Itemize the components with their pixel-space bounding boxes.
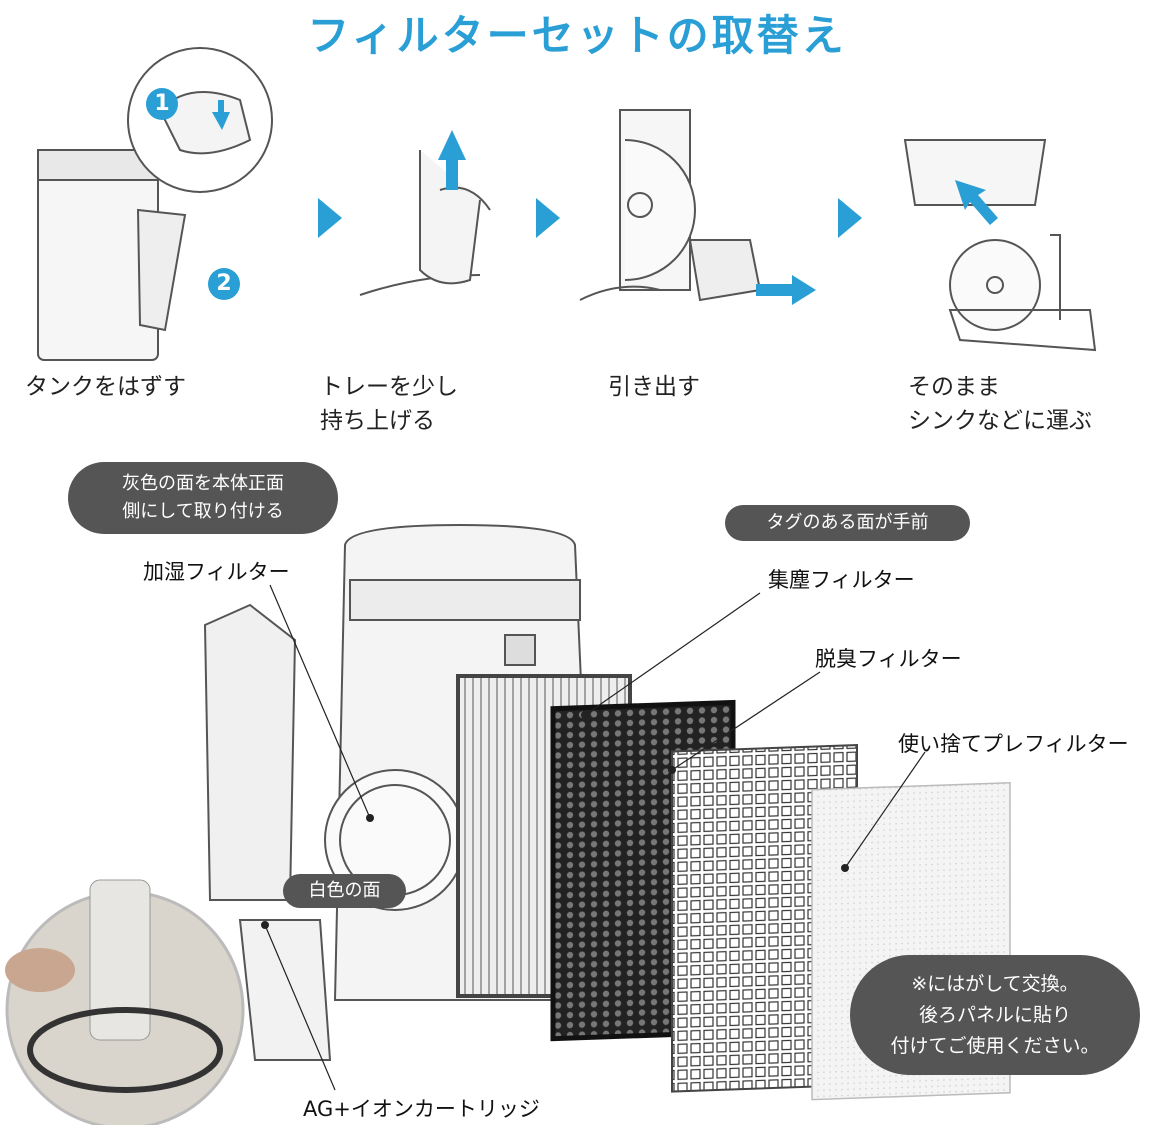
- step-3-label: 引き出す: [608, 370, 700, 404]
- diag-arrow-icon: [955, 180, 998, 225]
- prefilter-note-line3: 付けてご使用ください。: [890, 1035, 1100, 1057]
- right-arrow-icon: [756, 275, 816, 305]
- cartridge-photo: [5, 879, 245, 1125]
- page-title: フィルターセットの取替え: [307, 11, 847, 60]
- step3-image: [579, 109, 762, 302]
- cartridge-label: AG+イオンカートリッジ: [303, 1097, 540, 1121]
- white-side-note: 白色の面: [283, 874, 406, 908]
- step-4-label: そのまま シンクなどに運ぶ: [908, 370, 1092, 438]
- arrow-icons: [212, 100, 998, 305]
- step-marker-1: 1: [146, 88, 178, 120]
- step1-image: [37, 47, 273, 361]
- step2-image: [359, 150, 491, 296]
- step-1-line1: タンクをはずす: [25, 374, 186, 400]
- down-arrow-icon: [212, 100, 230, 130]
- step-1-label: タンクをはずす: [25, 370, 186, 404]
- prefilter-note: ※にはがして交換。 後ろパネルに貼り 付けてご使用ください。: [850, 955, 1140, 1075]
- gray-side-note: 灰色の面を本体正面 側にして取り付ける: [68, 462, 338, 534]
- prefilter-note-line1: ※にはがして交換。: [911, 973, 1079, 995]
- gray-side-line1: 灰色の面を本体正面: [122, 473, 284, 494]
- leader-lines: [264, 584, 926, 1091]
- step-3-line1: 引き出す: [608, 374, 700, 400]
- step-2-line2: 持ち上げる: [320, 408, 435, 434]
- prefilter-note-line2: 後ろパネルに貼り: [918, 1004, 1071, 1026]
- step-4-line1: そのまま: [908, 374, 1000, 400]
- dust-filter-label: 集塵フィルター: [768, 568, 915, 592]
- step-marker-2: 2: [208, 268, 240, 300]
- step4-image: [903, 139, 1097, 352]
- up-arrow-icon: [438, 130, 466, 190]
- gray-side-line2: 側にして取り付ける: [122, 501, 284, 522]
- next-arrow-icon: [536, 198, 560, 238]
- step-2-label: トレーを少し 持ち上げる: [320, 370, 458, 438]
- humidify-filter-label: 加湿フィルター: [143, 560, 290, 584]
- step-2-line1: トレーを少し: [320, 374, 458, 400]
- next-arrow-icon: [838, 198, 862, 238]
- tag-side-note: タグのある面が手前: [725, 505, 970, 541]
- prefilter-label: 使い捨てプレフィルター: [898, 732, 1129, 756]
- deodorize-filter-label: 脱臭フィルター: [815, 647, 962, 671]
- step-4-line2: シンクなどに運ぶ: [908, 408, 1092, 434]
- next-arrow-icon: [318, 198, 342, 238]
